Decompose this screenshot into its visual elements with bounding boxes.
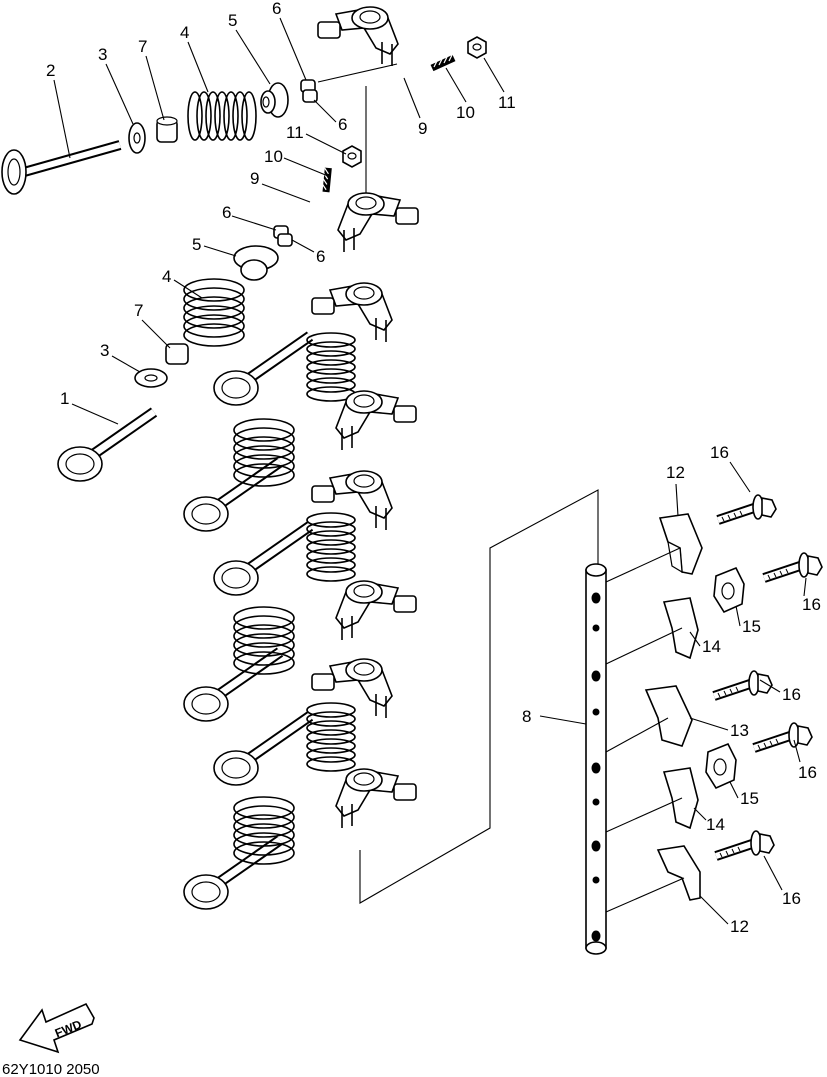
callout-1: 1 xyxy=(60,389,69,408)
callout-12a: 12 xyxy=(666,463,685,482)
callout-10a: 10 xyxy=(456,103,475,122)
callout-6a: 6 xyxy=(272,0,281,18)
top-valve xyxy=(1,140,122,195)
lock-nut-top xyxy=(467,36,487,59)
shaft-clip-lower xyxy=(705,742,737,790)
bolt-2 xyxy=(764,553,822,579)
callout-10b: 10 xyxy=(264,147,283,166)
shaft-end-bracket-bottom xyxy=(656,845,701,901)
callouts: 2 3 7 4 5 6 6 9 10 11 11 10 9 6 6 5 4 7 xyxy=(46,0,821,936)
valve-assembly-5 xyxy=(214,512,356,595)
callout-14b: 14 xyxy=(706,815,725,834)
adjust-screw-2 xyxy=(315,166,337,192)
callout-15b: 15 xyxy=(740,789,759,808)
fwd-direction-arrow: FWD xyxy=(18,1002,95,1054)
callout-16e: 16 xyxy=(782,889,801,908)
top-stem-seal xyxy=(156,116,178,143)
shaft-bracket-line xyxy=(359,489,599,904)
rocker-arm-6 xyxy=(335,580,417,641)
callout-11a: 11 xyxy=(498,93,516,112)
callout-4b: 4 xyxy=(162,267,171,286)
bolt-1 xyxy=(718,495,776,521)
callout-3b: 3 xyxy=(100,341,109,360)
rocker-arm-2 xyxy=(337,192,419,253)
callout-14a: 14 xyxy=(702,637,721,656)
lock-nut-2 xyxy=(342,145,362,168)
washer-2 xyxy=(134,368,168,388)
callout-9b: 9 xyxy=(250,169,259,188)
spring-2 xyxy=(183,278,245,347)
callout-13: 13 xyxy=(730,721,749,740)
callout-2: 2 xyxy=(46,61,55,80)
adjust-screw-top xyxy=(432,55,454,68)
rocker-arm-top xyxy=(317,6,399,67)
callout-12b: 12 xyxy=(730,917,749,936)
diagram-code: 62Y1010 2050 xyxy=(2,1061,100,1077)
callout-8: 8 xyxy=(522,707,531,726)
callout-16c: 16 xyxy=(782,685,801,704)
callout-6c: 6 xyxy=(222,203,231,222)
top-spring xyxy=(187,91,257,141)
valve-assembly-6 xyxy=(184,606,295,721)
callout-9a: 9 xyxy=(418,119,427,138)
top-keeper xyxy=(300,79,318,103)
valve-assembly-8 xyxy=(184,796,295,909)
callout-15a: 15 xyxy=(742,617,761,636)
valve-assembly-3 xyxy=(214,333,356,405)
callout-5b: 5 xyxy=(192,235,201,254)
callout-16a: 16 xyxy=(710,443,729,462)
callout-11b: 11 xyxy=(286,123,304,142)
callout-7a: 7 xyxy=(138,37,147,56)
retainer-2 xyxy=(233,245,279,281)
callout-7b: 7 xyxy=(134,301,143,320)
callout-6b: 6 xyxy=(338,115,347,134)
bolt-4 xyxy=(754,723,812,749)
valve-2 xyxy=(58,412,154,481)
rocker-shaft xyxy=(585,563,607,955)
rocker-arm-8 xyxy=(335,768,417,829)
callout-5a: 5 xyxy=(228,11,237,30)
shaft-bracket-13 xyxy=(644,685,693,747)
valve-assembly-7 xyxy=(214,702,356,785)
callout-3a: 3 xyxy=(98,45,107,64)
callout-6d: 6 xyxy=(316,247,325,266)
rocker-arm-4 xyxy=(335,390,417,451)
callout-16d: 16 xyxy=(798,763,817,782)
keeper-2 xyxy=(273,225,293,247)
top-washer xyxy=(128,122,146,154)
shaft-leaders xyxy=(605,547,685,913)
callout-16b: 16 xyxy=(802,595,821,614)
shaft-end-bracket-top xyxy=(658,513,703,575)
bolt-5 xyxy=(716,831,774,857)
bolt-3 xyxy=(714,671,772,697)
stem-seal-2 xyxy=(165,343,189,365)
callout-4a: 4 xyxy=(180,23,189,42)
shaft-clip-upper xyxy=(713,566,745,614)
top-retainer xyxy=(260,82,289,118)
valve-assembly-4 xyxy=(184,418,295,531)
rocker-arm-7 xyxy=(311,658,393,719)
rocker-arm-5 xyxy=(311,470,393,531)
